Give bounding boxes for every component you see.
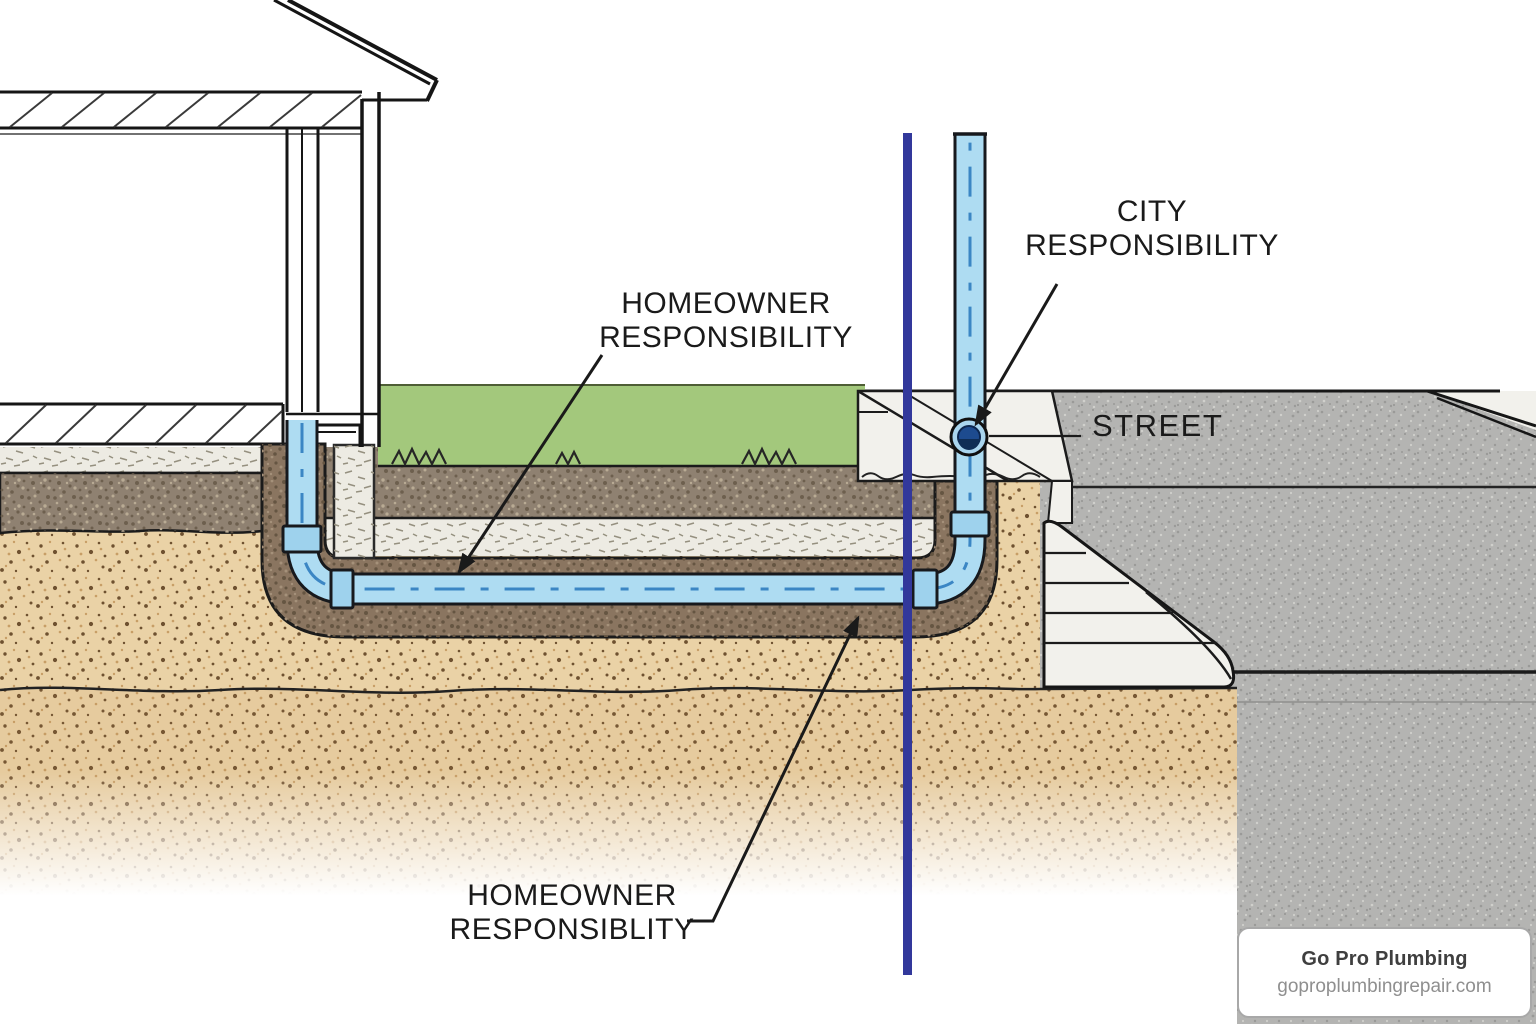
ceiling-band [0, 90, 362, 135]
house-cross-section [0, 0, 439, 447]
gravel-layer-yard [325, 516, 997, 556]
leader-homeowner-bottom [687, 615, 860, 923]
label-line: CITY [1116, 195, 1188, 228]
foundation-slab [0, 402, 285, 451]
water-pipe [281, 132, 991, 610]
gravel-layer-left [0, 447, 262, 475]
label-homeowner-responsibility-top: HOMEOWNER RESPONSIBILITY [586, 287, 866, 354]
label-homeowner-responsibility-bottom: HOMEOWNER RESPONSIBLITY [430, 879, 714, 946]
leader-lines [457, 283, 1081, 923]
far-curb [1426, 389, 1536, 439]
roof [273, 0, 439, 102]
pipe-sill-step [286, 412, 380, 447]
branding-card: Go Pro Plumbing goproplumbingrepair.com [1237, 927, 1532, 1018]
lawn [378, 384, 865, 468]
label-line: RESPONSIBILITY [599, 320, 853, 354]
label-line: HOMEOWNER [467, 879, 677, 912]
interior-wall [285, 128, 320, 412]
gravel-backfill-column [332, 443, 376, 560]
property-line [903, 133, 912, 975]
label-street: STREET [1092, 408, 1224, 443]
label-line: RESPONSIBILITY [1025, 228, 1279, 262]
curb-gutter [1042, 480, 1236, 689]
label-line: RESPONSIBLITY [449, 912, 695, 946]
leader-homeowner-top [457, 354, 604, 575]
label-line: HOMEOWNER [621, 287, 831, 320]
exterior-wall [360, 92, 381, 447]
leader-city [974, 283, 1059, 427]
branding-name: Go Pro Plumbing [1301, 947, 1468, 970]
grass-tufts [391, 446, 797, 467]
curb-stop-valve [949, 417, 989, 457]
sand-fade [0, 772, 1237, 1024]
pipe-coupling [281, 510, 991, 610]
expansion-joint [861, 472, 1041, 481]
soil-layer-left [0, 471, 264, 535]
branding-website: goproplumbingrepair.com [1277, 975, 1492, 997]
label-city-responsibility: CITY RESPONSIBILITY [1016, 195, 1288, 262]
